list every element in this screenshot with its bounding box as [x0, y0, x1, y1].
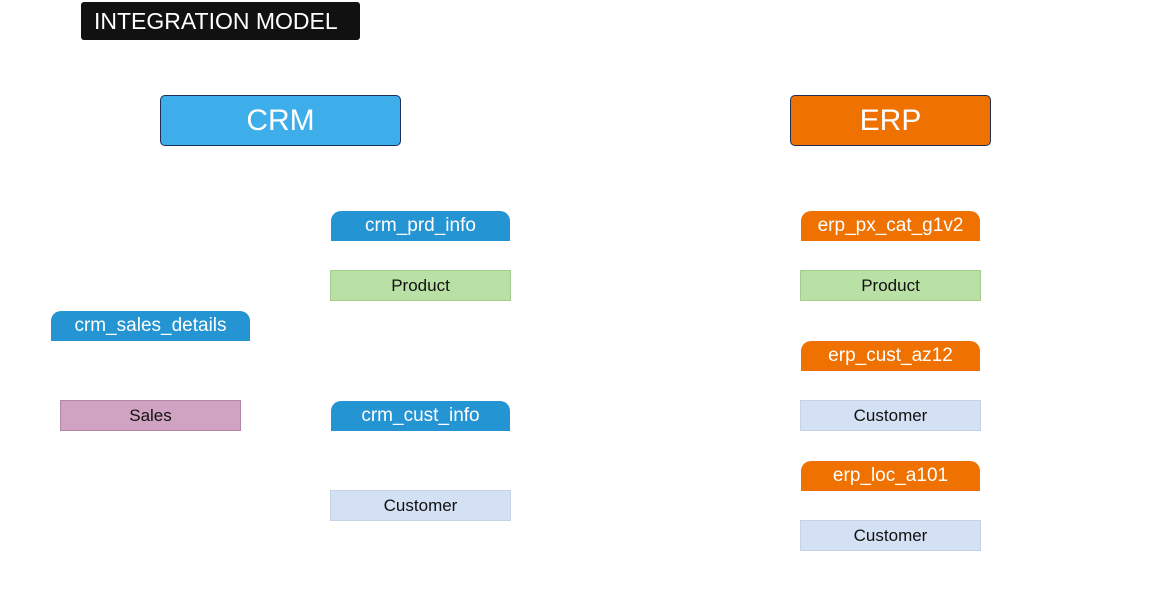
table-erp-px-cat-g1v2: erp_px_cat_g1v2	[801, 211, 980, 241]
system-erp: ERP	[790, 95, 991, 146]
entity-crm-customer: Customer	[330, 490, 511, 521]
table-crm-cust-info: crm_cust_info	[331, 401, 510, 431]
table-crm-sales-details: crm_sales_details	[51, 311, 250, 341]
entity-erp-product: Product	[800, 270, 981, 301]
table-erp-cust-az12: erp_cust_az12	[801, 341, 980, 371]
table-erp-loc-a101: erp_loc_a101	[801, 461, 980, 491]
entity-crm-product: Product	[330, 270, 511, 301]
entity-crm-sales: Sales	[60, 400, 241, 431]
entity-erp-customer-az12: Customer	[800, 400, 981, 431]
entity-erp-customer-loc: Customer	[800, 520, 981, 551]
page-title: INTEGRATION MODEL	[81, 2, 360, 40]
table-crm-prd-info: crm_prd_info	[331, 211, 510, 241]
system-crm: CRM	[160, 95, 401, 146]
